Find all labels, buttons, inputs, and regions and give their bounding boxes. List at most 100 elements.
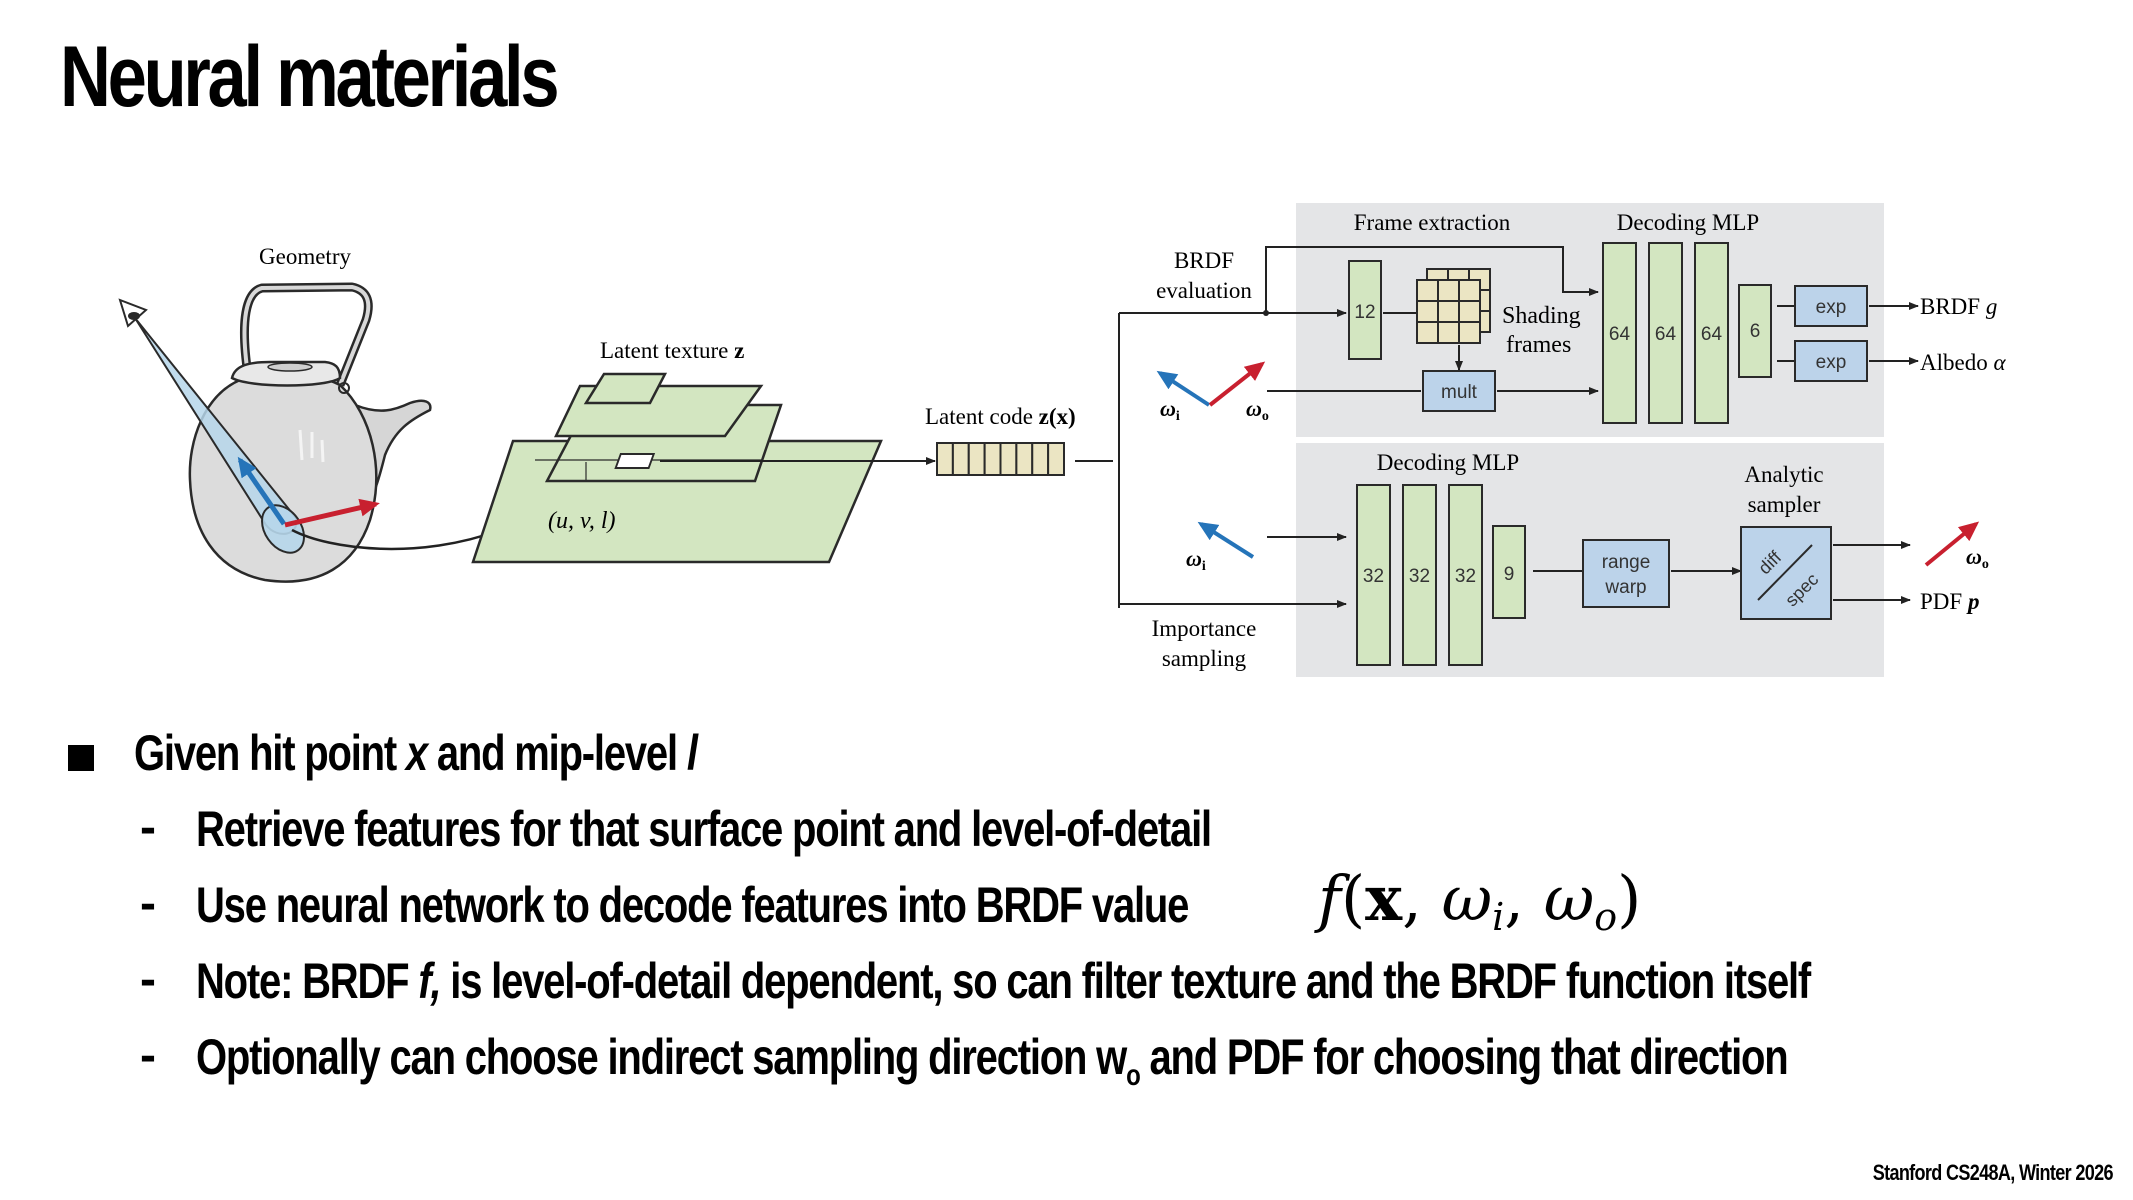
decoding-mlp-label-top: Decoding MLP (1617, 210, 1759, 235)
exp-label-2: exp (1816, 352, 1847, 373)
latent-code-vector (936, 442, 1065, 476)
teapot-illustration (188, 282, 432, 583)
mlp-layer-label: 32 (1455, 566, 1476, 587)
shading-frame-cell (1437, 279, 1460, 302)
shading-frame-cell (1458, 300, 1481, 323)
shading-frame-cell (1416, 321, 1439, 344)
latent-code-cell (967, 442, 986, 476)
eye-icon (118, 298, 148, 328)
omega-i-label: ωi (1160, 396, 1180, 424)
analytic-sampler-op (1740, 526, 1832, 620)
frame-layer-12 (1348, 260, 1382, 360)
exp-op-brdf (1794, 285, 1868, 327)
mlp-layer (1602, 242, 1637, 424)
exp-op-albedo (1794, 340, 1868, 382)
albedo-output-label: Albedo α (1920, 350, 2006, 375)
omega-i-arrow-teapot (237, 456, 287, 526)
importance-sampling-label-1: Importance (1152, 616, 1257, 641)
geometry-label: Geometry (259, 244, 351, 269)
analytic-sampler-label-2: sampler (1748, 492, 1821, 517)
mlp-layer (1648, 242, 1683, 424)
latent-code-cell (1031, 442, 1050, 476)
latent-bypass-arrow (1265, 246, 1598, 313)
omega-i-arrow-bottom (1197, 521, 1255, 559)
sub-bullet-dash: - (140, 953, 156, 1006)
shading-frames-grid (1416, 268, 1491, 344)
omega-o-arrow-bottom (1924, 521, 1980, 567)
slide-title: Neural materials (60, 29, 560, 125)
shading-frame-cell (1458, 321, 1481, 344)
sub-bullet-dash: - (140, 877, 156, 930)
brdf-output-label: BRDF g (1920, 294, 1997, 319)
brdf-evaluation-label-2: evaluation (1156, 278, 1252, 303)
sub-bullet-3: Note: BRDF f, is level-of-detail depende… (196, 953, 1811, 1009)
omega-i-label-bottom: ωi (1186, 546, 1206, 574)
brdf-formula: f(x, ωi, ωo) (1318, 862, 1642, 939)
latent-texture-label: Latent texture z (600, 338, 744, 363)
brdf-evaluation-label-1: BRDF (1174, 248, 1234, 273)
latent-code-cell (1047, 442, 1065, 476)
frame-extraction-label: Frame extraction (1354, 210, 1511, 235)
mlp-layer-label: 32 (1363, 566, 1384, 587)
bottom-mlp-layers: 32 32 32 (1356, 484, 1483, 666)
mlp-layer-label: 64 (1655, 324, 1677, 345)
shading-frame-cell (1437, 321, 1460, 344)
mlp-layer (1402, 484, 1437, 666)
range-warp-label-2: warp (1604, 577, 1646, 598)
top-mlp-layers: 64 64 64 (1602, 242, 1729, 424)
latent-code-cell (999, 442, 1018, 476)
mult-op (1422, 370, 1496, 412)
sample-footprint (614, 453, 656, 469)
shading-frames-label-2: frames (1506, 332, 1571, 358)
mlp-layer (1356, 484, 1391, 666)
mip-level-3 (583, 372, 668, 405)
brdf-evaluation-panel (1296, 203, 1884, 437)
decoding-mlp-label-bottom: Decoding MLP (1377, 450, 1519, 475)
range-warp-label-1: range (1602, 552, 1651, 573)
omega-i-arrow (1156, 370, 1211, 407)
course-footer: Stanford CS248A, Winter 2026 (1872, 1160, 2114, 1185)
latent-code-cell (983, 442, 1002, 476)
shading-frame-cell (1416, 300, 1439, 323)
shading-frames-label-1: Shading (1502, 303, 1581, 329)
analytic-sampler-label-1: Analytic (1744, 462, 1823, 487)
teapot-lid (230, 360, 342, 387)
latent-code-cell (951, 442, 970, 476)
frame-layer-label: 12 (1354, 302, 1375, 323)
sub-bullet-1: Retrieve features for that surface point… (196, 801, 1212, 857)
mlp-layer-label: 32 (1409, 566, 1430, 587)
top-output-layer-label: 6 (1750, 321, 1761, 342)
pdf-output-label: PDF p (1920, 589, 1979, 614)
latent-code-label: Latent code z(x) (925, 404, 1076, 429)
mlp-layer (1694, 242, 1729, 424)
sub-bullet-dash: - (140, 801, 156, 854)
shading-frame-cell (1416, 279, 1439, 302)
omega-o-arrow-teapot (284, 498, 380, 528)
sub-bullet-2: Use neural network to decode features in… (196, 877, 1189, 933)
importance-sampling-label-2: sampling (1162, 646, 1247, 671)
mlp-layer (1448, 484, 1483, 666)
exp-label-1: exp (1816, 297, 1847, 318)
omega-o-label: ωo (1246, 396, 1269, 424)
bottom-output-layer (1492, 525, 1526, 619)
sub-bullet-dash: - (140, 1029, 156, 1082)
top-output-layer (1738, 284, 1772, 378)
uvl-label: (u, v, l) (548, 508, 616, 534)
bottom-output-layer-label: 9 (1504, 564, 1515, 585)
mip-level-2 (554, 384, 764, 438)
hit-region (261, 504, 305, 554)
shading-frame-cell (1437, 300, 1460, 323)
omega-o-arrow (1208, 361, 1266, 407)
latent-texture-pyramid (471, 372, 883, 564)
range-warp-op (1582, 539, 1670, 608)
sub-bullet-4: Optionally can choose indirect sampling … (196, 1029, 1789, 1092)
mlp-layer-label: 64 (1609, 324, 1631, 345)
mult-label: mult (1441, 382, 1478, 403)
shading-frame-cell (1458, 279, 1481, 302)
mlp-layer-label: 64 (1701, 324, 1723, 345)
bullet-square-icon (68, 745, 94, 771)
omega-o-label-bottom: ωo (1966, 544, 1989, 572)
main-bullet: Given hit point x and mip-level l (134, 725, 698, 781)
latent-code-cell (936, 442, 954, 476)
